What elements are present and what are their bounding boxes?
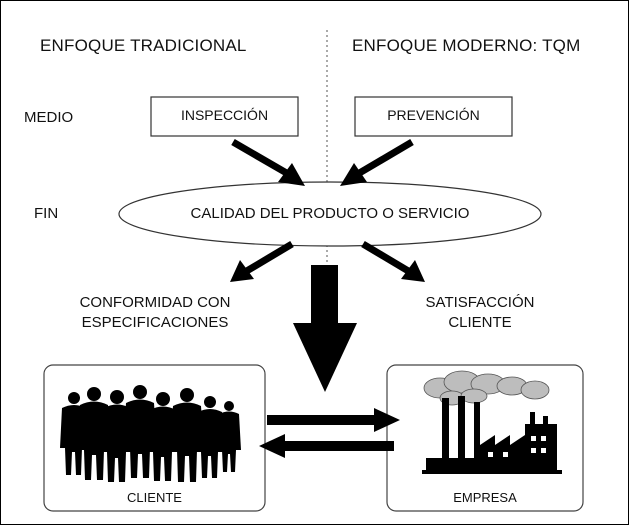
arrow-prevencion-to-calidad	[340, 138, 414, 186]
cliente-label: CLIENTE	[127, 490, 182, 505]
arrow-calidad-to-satisfaccion	[361, 240, 425, 282]
empresa-panel	[386, 364, 584, 512]
people-icon	[60, 385, 241, 482]
inspeccion-label: INSPECCIÓN	[180, 107, 269, 123]
factory-icon	[422, 370, 562, 474]
inspeccion-box	[150, 96, 299, 137]
prevencion-box	[354, 96, 513, 137]
conformidad-label: CONFORMIDAD CON ESPECIFICACIONES	[79, 294, 231, 331]
fin-label: FIN	[34, 205, 59, 222]
empresa-label: EMPRESA	[453, 490, 517, 505]
calidad-label: CALIDAD DEL PRODUCTO O SERVICIO	[190, 205, 470, 222]
left-heading: ENFOQUE TRADICIONAL	[40, 36, 247, 55]
arrow-empresa-to-cliente	[259, 434, 394, 458]
right-heading: ENFOQUE MODERNO: TQM	[352, 36, 581, 55]
calidad-ellipse	[118, 181, 542, 247]
satisfaccion-label: SATISFACCIÓN CLIENTE	[425, 294, 535, 331]
medio-label: MEDIO	[24, 109, 74, 126]
smoke-icon	[423, 370, 550, 406]
big-down-arrow	[293, 265, 357, 392]
arrow-calidad-to-conformidad	[230, 240, 294, 282]
arrow-cliente-to-empresa	[267, 408, 400, 432]
prevencion-label: PREVENCIÓN	[387, 107, 480, 123]
arrow-inspeccion-to-calidad	[231, 138, 305, 186]
